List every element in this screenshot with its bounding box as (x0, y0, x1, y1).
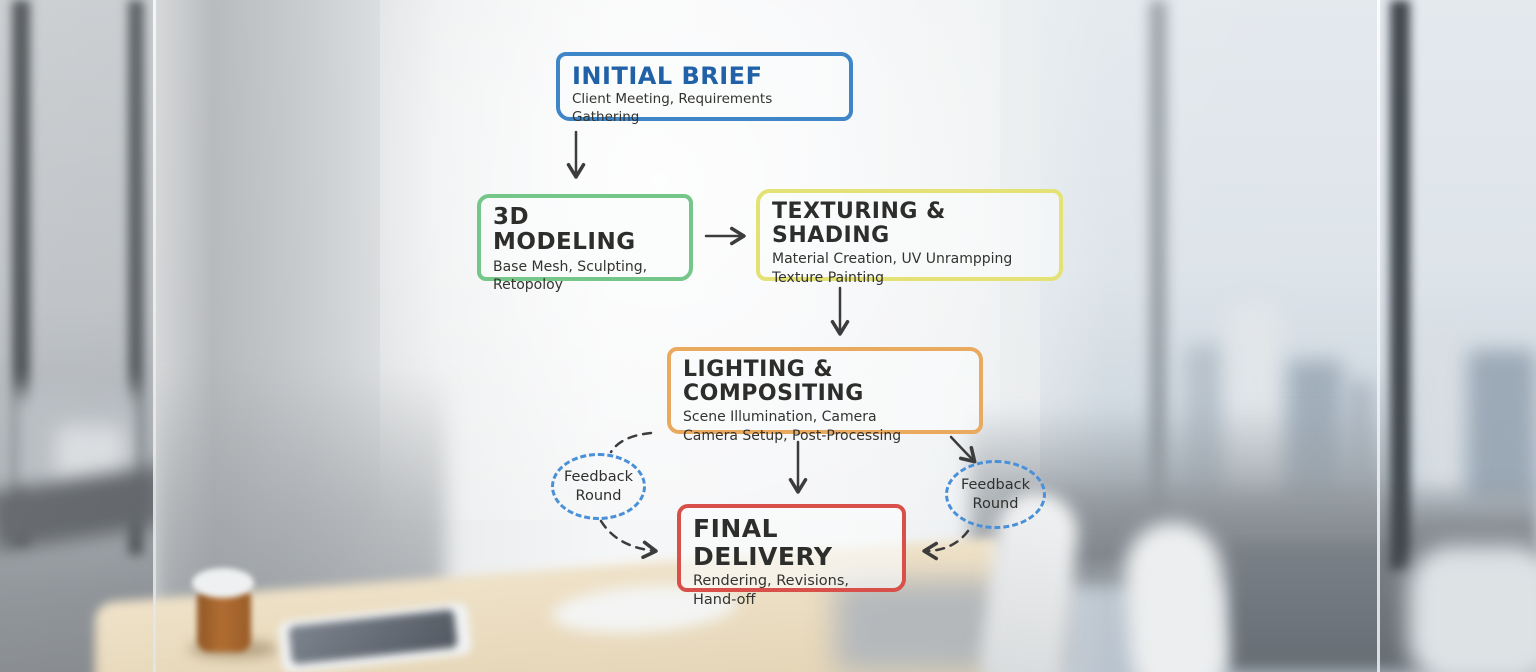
window-mullion (1390, 0, 1410, 570)
node-subtitle: Material Creation, UV Unrampping Texture… (772, 251, 1013, 286)
glass-panel-edge (1377, 0, 1380, 672)
flow-node-lighting-compositing: LIGHTING & COMPOSITING Scene Illuminatio… (667, 347, 983, 444)
coffee-cup (197, 590, 251, 652)
node-subtitle: Rendering, Revisions, Hand-off (693, 573, 850, 609)
glass-panel-edge (153, 0, 156, 672)
node-title: 3D MODELING (493, 204, 636, 256)
feedback-round-left: Feedback Round (551, 453, 646, 520)
node-subtitle: Scene Illumination, Camera Camera Setup,… (683, 409, 902, 444)
flow-node-initial-brief: INITIAL BRIEF Client Meeting, Requiremen… (556, 52, 853, 125)
feedback-label: Feedback Round (960, 477, 1031, 512)
node-title: LIGHTING & COMPOSITING (683, 357, 864, 407)
feedback-round-right: Feedback Round (945, 460, 1046, 529)
flow-node-final-delivery: FINAL DELIVERY Rendering, Revisions, Han… (677, 504, 906, 608)
skyline-building (1420, 330, 1462, 495)
node-title: INITIAL BRIEF (572, 62, 763, 90)
flow-node-texturing-shading: TEXTURING & SHADING Material Creation, U… (756, 189, 1063, 286)
node-subtitle: Client Meeting, Requirements Gathering (572, 91, 773, 126)
flow-node-3d-modeling: 3D MODELING Base Mesh, Sculpting, Retopo… (477, 194, 693, 293)
skyline-building (1468, 350, 1536, 500)
feedback-label: Feedback Round (563, 469, 634, 504)
node-title: FINAL DELIVERY (693, 514, 833, 571)
chair (1408, 545, 1536, 672)
node-subtitle: Base Mesh, Sculpting, Retopoloy (493, 258, 648, 294)
coffee-cup-lid (192, 568, 254, 598)
node-title: TEXTURING & SHADING (772, 199, 946, 249)
